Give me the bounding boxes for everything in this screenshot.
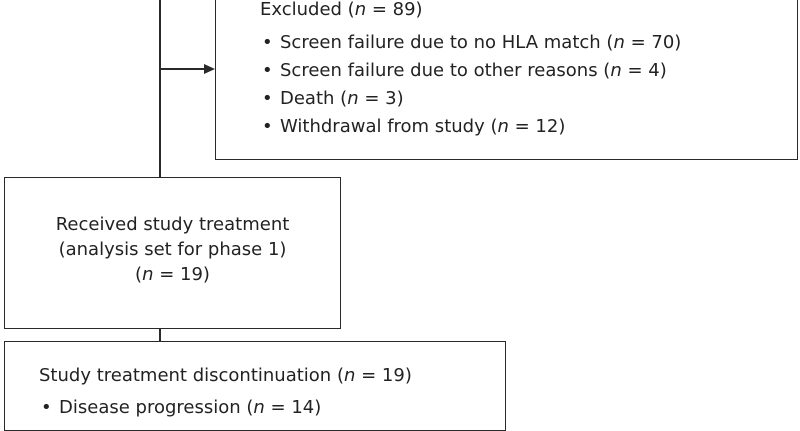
list-item: Death (n = 3) (260, 85, 681, 113)
received-line-1: Received study treatment (55, 214, 290, 235)
arrow-connector-shaft (160, 68, 206, 70)
received-treatment-text: Received study treatment (analysis set f… (5, 212, 340, 287)
discontinuation-list: Disease progression (n = 14) (39, 394, 321, 422)
received-treatment-box: Received study treatment (analysis set f… (4, 177, 341, 329)
discontinuation-heading: Study treatment discontinuation (n = 19) (39, 365, 412, 386)
list-item: Disease progression (n = 14) (39, 394, 321, 422)
list-item: Screen failure due to no HLA match (n = … (260, 29, 681, 57)
received-line-2: (analysis set for phase 1) (58, 239, 287, 260)
list-item: Withdrawal from study (n = 12) (260, 113, 681, 141)
vertical-connector-bottom (159, 328, 161, 342)
arrow-connector-head (204, 64, 215, 74)
excluded-list: Screen failure due to no HLA match (n = … (260, 29, 681, 141)
discontinuation-box: Study treatment discontinuation (n = 19)… (4, 341, 506, 431)
excluded-box: Excluded (n = 89) Screen failure due to … (215, 0, 798, 160)
vertical-connector-top (159, 0, 161, 178)
received-line-3: (n = 19) (135, 264, 210, 285)
excluded-heading: Excluded (n = 89) (260, 0, 423, 20)
list-item: Screen failure due to other reasons (n =… (260, 57, 681, 85)
